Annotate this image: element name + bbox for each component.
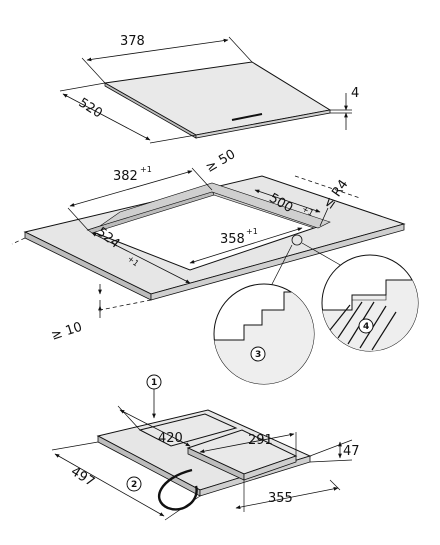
dim-height: 47 xyxy=(343,444,360,459)
mains-cable xyxy=(157,468,198,511)
dim-line-382 xyxy=(69,170,193,207)
dim-inner-width-tol: +1 xyxy=(246,227,258,236)
hob-glass-top xyxy=(103,61,332,136)
dim-min-rear: ≥ 50 xyxy=(203,147,238,176)
dim-line-520 xyxy=(62,93,151,141)
dim-line-358 xyxy=(189,227,303,264)
detail-3: 3 xyxy=(213,283,315,385)
detail-3-step-profile xyxy=(214,291,314,384)
dim-line-500 xyxy=(254,189,321,213)
dim-cutout-width: 382 xyxy=(113,169,138,184)
hob-control-panel xyxy=(231,113,263,121)
dim-line-291 xyxy=(199,432,295,454)
worktop-drawing: 382 +1 ≥ 50 500 +1 ≤ R4 524 +1 358 +1 ≥ … xyxy=(11,147,406,344)
dim-line-524 xyxy=(91,232,191,284)
callout-4: 4 xyxy=(363,322,369,332)
callout-4-circle xyxy=(358,318,374,334)
dim-top-width: 420 xyxy=(158,431,183,446)
callout-1: 1 xyxy=(151,378,157,388)
dim-cutout-width-tol: +1 xyxy=(140,165,152,174)
dim-box-depth: 355 xyxy=(268,491,293,506)
hob-box-side-right xyxy=(243,455,297,481)
dim-box-width: 291 xyxy=(248,433,273,448)
dim-depth: 497 xyxy=(68,464,97,490)
dim-hob-width: 378 xyxy=(120,34,145,49)
dim-line-420 xyxy=(119,409,191,447)
hob-drawing: 378 520 4 xyxy=(59,34,359,144)
dim-min-thickness: ≥ 10 xyxy=(49,320,84,344)
callout-3-circle xyxy=(250,346,266,362)
detail-marker xyxy=(291,234,303,246)
callout-2: 2 xyxy=(131,480,137,490)
dim-line-497 xyxy=(54,453,165,517)
dim-inner-width: 358 xyxy=(220,232,245,247)
underside-drawing: 1 2 420 291 47 497 355 xyxy=(51,374,360,521)
dim-hob-depth: 520 xyxy=(76,95,105,121)
dim-line-378 xyxy=(86,38,229,62)
dim-hob-thickness: 4 xyxy=(351,86,359,101)
dim-line-355 xyxy=(235,486,339,510)
detail-4: 4 xyxy=(321,254,419,352)
callout-3: 3 xyxy=(255,350,261,360)
